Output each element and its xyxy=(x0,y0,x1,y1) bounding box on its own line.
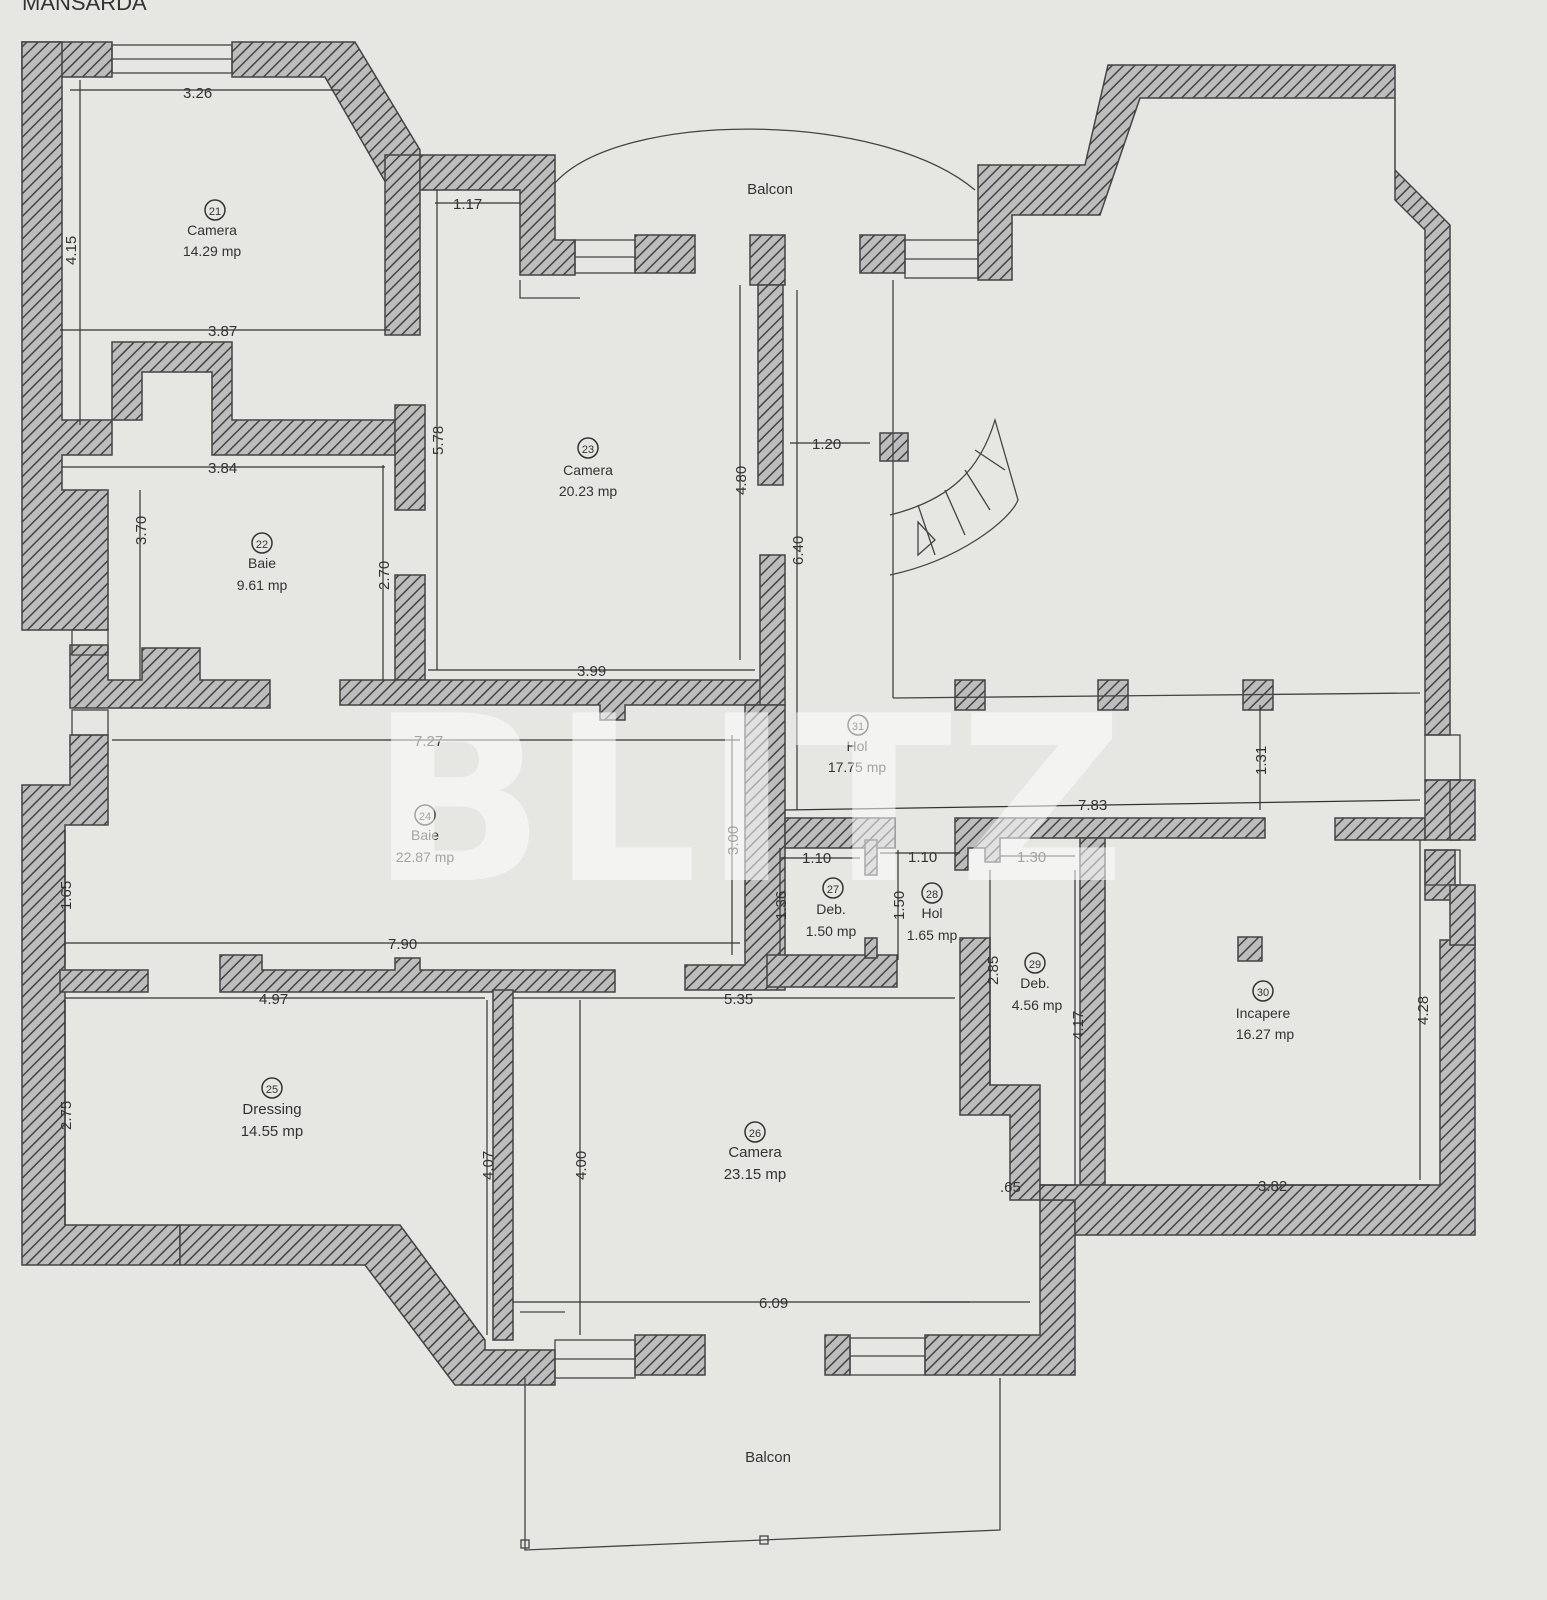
dim-label: 1.36 xyxy=(773,891,790,920)
room-name: Hol xyxy=(921,905,942,921)
room-number-badge xyxy=(744,1121,766,1143)
room-22: 22 Baie 9.61 mp xyxy=(237,532,288,593)
room-area: 16.27 mp xyxy=(1236,1026,1295,1042)
room-name: Camera xyxy=(728,1144,782,1161)
dim-label: 1.65 xyxy=(58,881,75,910)
dim-label: 1.17 xyxy=(453,196,482,213)
room-area: 22.87 mp xyxy=(396,849,455,865)
dim-label: .65 xyxy=(1000,1179,1021,1196)
dim-label: 6.09 xyxy=(759,1295,788,1312)
room-number-badge xyxy=(251,532,273,554)
dim-label: 2.85 xyxy=(985,956,1002,985)
dim-label: 5.35 xyxy=(724,991,753,1008)
dimension-labels: 3.26 4.15 3.87 1.17 5.78 3.84 3.70 2.70 … xyxy=(58,85,1432,1312)
dim-label: 7.83 xyxy=(1078,797,1107,814)
room-number-badge xyxy=(1024,952,1046,974)
dim-label: 3.99 xyxy=(577,663,606,680)
room-number: 26 xyxy=(749,1128,761,1140)
room-23: 23 Camera 20.23 mp xyxy=(559,437,618,499)
room-number-badge xyxy=(204,199,226,221)
dim-label: 1.31 xyxy=(1253,746,1270,775)
room-name: Camera xyxy=(187,222,237,238)
dimension-lines xyxy=(60,80,1430,1335)
room-number: 22 xyxy=(256,539,268,551)
room-name: Camera xyxy=(563,462,613,478)
dim-label: 7.90 xyxy=(388,936,417,953)
dim-label: 3.70 xyxy=(133,516,150,545)
balcony-label-top: Balcon xyxy=(747,181,793,198)
room-number: 23 xyxy=(582,444,594,456)
room-number: 27 xyxy=(827,884,839,896)
room-28: 28 Hol 1.65 mp xyxy=(907,882,958,943)
room-27: 27 Deb. 1.50 mp xyxy=(806,877,857,939)
room-number: 29 xyxy=(1029,959,1041,971)
room-31: 31 Hol 17.75 mp xyxy=(828,714,887,775)
room-number-badge xyxy=(577,437,599,459)
dim-label: 4.28 xyxy=(1415,996,1432,1025)
room-number: 25 xyxy=(266,1084,278,1096)
dim-label: 1.20 xyxy=(812,436,841,453)
room-name: Baie xyxy=(411,827,439,843)
room-25: 25 Dressing 14.55 mp xyxy=(241,1077,304,1140)
dim-label: 4.15 xyxy=(63,236,80,265)
room-name: Deb. xyxy=(816,901,846,917)
room-21: 21 Camera 14.29 mp xyxy=(183,199,242,259)
room-number-badge xyxy=(921,882,943,904)
dim-label: 3.00 xyxy=(725,826,742,855)
dim-label: 2.75 xyxy=(58,1101,75,1130)
room-24: 24 Baie 22.87 mp xyxy=(396,804,455,865)
room-labels: 21 Camera 14.29 mp 22 Baie 9.61 mp 23 Ca… xyxy=(183,181,1295,1466)
dim-label: 1.30 xyxy=(1017,849,1046,866)
dim-label: 3.82 xyxy=(1258,1178,1287,1195)
room-area: 23.15 mp xyxy=(724,1166,787,1183)
outline-lines xyxy=(71,44,1461,1551)
dim-label: 1.10 xyxy=(802,850,831,867)
room-number: 21 xyxy=(209,206,221,218)
room-number: 28 xyxy=(926,889,938,901)
dim-label: 3.26 xyxy=(183,85,212,102)
room-30: 30 Incapere 16.27 mp xyxy=(1236,980,1295,1042)
dim-label: 4.80 xyxy=(733,466,750,495)
room-name: Hol xyxy=(846,738,867,754)
room-number: 30 xyxy=(1257,987,1269,999)
room-number-badge xyxy=(847,714,869,736)
dim-label: 4.17 xyxy=(1070,1011,1087,1040)
room-number-badge xyxy=(1252,980,1274,1002)
room-area: 1.65 mp xyxy=(907,927,958,943)
dim-label: 5.78 xyxy=(430,426,447,455)
dim-label: 3.87 xyxy=(208,323,237,340)
room-number-badge xyxy=(822,877,844,899)
page-title: MANSARDA xyxy=(22,0,147,15)
room-area: 4.56 mp xyxy=(1012,997,1063,1013)
dim-label: 4.97 xyxy=(259,991,288,1008)
room-29: 29 Deb. 4.56 mp xyxy=(1012,952,1063,1013)
dim-label: 1.50 xyxy=(891,891,908,920)
room-name: Dressing xyxy=(242,1101,301,1118)
room-area: 14.29 mp xyxy=(183,243,242,259)
room-number: 24 xyxy=(419,811,431,823)
room-number: 31 xyxy=(852,721,864,733)
dim-label: 1.10 xyxy=(908,849,937,866)
room-area: 9.61 mp xyxy=(237,577,288,593)
dim-label: 4.07 xyxy=(480,1151,497,1180)
room-number-badge xyxy=(261,1077,283,1099)
room-area: 14.55 mp xyxy=(241,1123,304,1140)
room-26: 26 Camera 23.15 mp xyxy=(724,1121,787,1183)
room-area: 17.75 mp xyxy=(828,759,887,775)
room-number-badge xyxy=(414,804,436,826)
room-name: Deb. xyxy=(1020,975,1050,991)
balcony-label-bottom: Balcon xyxy=(745,1449,791,1466)
room-name: Baie xyxy=(248,555,276,571)
dim-label: 2.70 xyxy=(376,561,393,590)
room-area: 1.50 mp xyxy=(806,923,857,939)
room-area: 20.23 mp xyxy=(559,483,618,499)
dim-label: 6.40 xyxy=(790,536,807,565)
room-name: Incapere xyxy=(1236,1005,1291,1021)
dim-label: 3.84 xyxy=(208,460,237,477)
dim-label: 4.00 xyxy=(573,1151,590,1180)
dim-label: 7.27 xyxy=(414,733,443,750)
watermark: BLITZ xyxy=(370,668,1131,935)
